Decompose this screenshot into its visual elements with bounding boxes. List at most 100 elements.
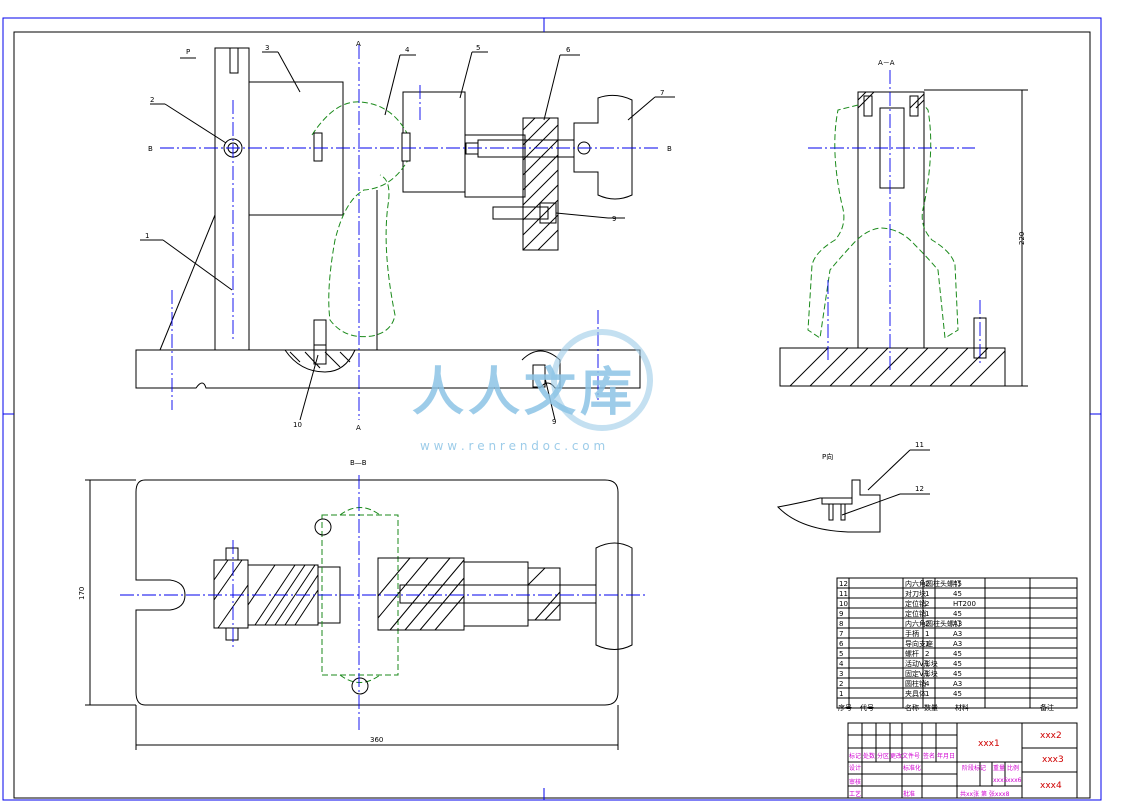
tb-mark-label-4: 签名 bbox=[923, 752, 935, 760]
parts-row-no: 12 bbox=[839, 580, 848, 588]
tb-weight-value: xxx5 bbox=[993, 777, 1008, 784]
top-workpiece-outline bbox=[321, 507, 399, 683]
parts-row-no: 11 bbox=[839, 590, 848, 598]
parts-row-qty: 1 bbox=[925, 640, 929, 648]
tb-scale-text: xxx4 bbox=[1040, 781, 1062, 791]
parts-header-name: 名称 bbox=[905, 703, 919, 712]
parts-row-qty: 2 bbox=[925, 620, 929, 628]
main-view: A A B B P 1 2 3 4 5 6 7 9 10 9 bbox=[135, 40, 675, 432]
watermark-logo-text: 人人文库 bbox=[412, 363, 636, 423]
locating-pin-10 bbox=[313, 319, 327, 365]
parts-row-material: 45 bbox=[953, 580, 962, 588]
parts-header-material: 材料 bbox=[955, 703, 969, 712]
tb-weight: 重量 bbox=[993, 764, 1005, 772]
parts-row-no: 2 bbox=[839, 680, 843, 688]
balloon-3: 3 bbox=[265, 44, 269, 52]
parts-header-code: 代号 bbox=[860, 703, 874, 712]
top-handle-knob bbox=[595, 542, 633, 650]
tb-mark-label-5: 年月日 bbox=[937, 752, 955, 760]
top-view: B—B 360 170 bbox=[78, 459, 645, 750]
parts-row-name: 内六角圆柱头螺钉 bbox=[905, 579, 961, 588]
parts-row-name: 定位销 bbox=[905, 599, 926, 608]
parts-row-qty: 1 bbox=[925, 690, 929, 698]
balloon-9b: 9 bbox=[552, 418, 556, 426]
parts-row-material: 45 bbox=[953, 660, 962, 668]
tb-scale: 比例 bbox=[1007, 764, 1019, 772]
parts-row-qty: 1 bbox=[925, 590, 929, 598]
side-view-title: A－A bbox=[878, 59, 895, 67]
dim-height: 220 bbox=[1018, 232, 1026, 245]
parts-row-material: 45 bbox=[953, 670, 962, 678]
parts-header-remark: 备注 bbox=[1040, 703, 1054, 712]
balloon-12: 12 bbox=[915, 485, 924, 493]
side-view: A－A 220 bbox=[779, 59, 1028, 387]
parts-row-material: 45 bbox=[953, 690, 962, 698]
outer-border bbox=[2, 17, 1102, 801]
balloon-7: 7 bbox=[660, 89, 664, 97]
balloon-11: 11 bbox=[915, 441, 924, 449]
tb-scale-value: xxx6 bbox=[1007, 777, 1022, 784]
parts-row-no: 9 bbox=[839, 610, 843, 618]
parts-row-qty: 1 bbox=[925, 630, 929, 638]
tb-role-design: 设计 bbox=[849, 764, 861, 772]
parts-row-no: 6 bbox=[839, 640, 844, 648]
watermark: 人人文库 w w w . r e n r e n d o c . c o m bbox=[412, 329, 653, 453]
inner-border bbox=[13, 31, 1091, 799]
parts-row-name: 固定V形块 bbox=[905, 669, 938, 678]
parts-row-qty: 2 bbox=[925, 600, 929, 608]
tb-mark-label-1: 处数 bbox=[863, 752, 875, 760]
handle-knob bbox=[573, 94, 633, 200]
parts-header-qty: 数量 bbox=[924, 703, 938, 712]
view-arrow-p: P bbox=[186, 48, 190, 56]
parts-row-material: A3 bbox=[953, 630, 962, 638]
tb-role-process: 工艺 bbox=[849, 790, 861, 798]
parts-row-name: 圆柱销 bbox=[905, 679, 926, 688]
balloon-2: 2 bbox=[150, 96, 154, 104]
bolt-9 bbox=[492, 206, 549, 220]
parts-row-no: 8 bbox=[839, 620, 843, 628]
dim-base-length: 360 bbox=[370, 736, 383, 744]
parts-row-name: 螺杆 bbox=[905, 649, 919, 658]
title-block: xxx1 xxx2 xxx3 xxx4 标记 处数 分区 更改文件号 签名 年月… bbox=[847, 722, 1078, 799]
parts-row-name: 夹具体 bbox=[905, 689, 926, 698]
parts-row-qty: 1 bbox=[925, 660, 929, 668]
top-view-title: B—B bbox=[350, 459, 367, 467]
parts-row-material: 45 bbox=[953, 610, 962, 618]
parts-row-qty: 2 bbox=[925, 650, 929, 658]
tb-drawing-name: xxx1 bbox=[978, 739, 1000, 749]
detail-title: P向 bbox=[822, 452, 833, 461]
parts-row-material: HT200 bbox=[953, 600, 976, 608]
section-mark-a-bottom: A bbox=[356, 424, 361, 432]
side-workpiece-outline bbox=[807, 104, 959, 339]
upright-column bbox=[214, 47, 250, 351]
section-mark-b-left: B bbox=[148, 145, 153, 153]
top-base-outline bbox=[135, 479, 619, 706]
balloon-10: 10 bbox=[293, 421, 302, 429]
parts-row-name: 导向支座 bbox=[905, 639, 933, 648]
parts-header-no: 序号 bbox=[838, 703, 852, 712]
parts-row-no: 10 bbox=[839, 600, 848, 608]
balloon-5: 5 bbox=[476, 44, 480, 52]
parts-row-name: 活动V形块 bbox=[905, 659, 938, 668]
parts-row-qty: 1 bbox=[925, 670, 929, 678]
parts-row-no: 3 bbox=[839, 670, 843, 678]
parts-row-name: 定位销 bbox=[905, 609, 926, 618]
fixed-v-block bbox=[249, 81, 344, 216]
balloon-6: 6 bbox=[566, 46, 571, 54]
parts-row-material: 45 bbox=[953, 650, 962, 658]
section-mark-b-right: B bbox=[667, 145, 672, 153]
tb-company: xxx3 bbox=[1042, 755, 1064, 765]
detail-p-view: P向 11 12 bbox=[776, 441, 930, 533]
parts-row-material: A3 bbox=[953, 680, 962, 688]
section-mark-a-top: A bbox=[356, 40, 361, 48]
parts-row-no: 1 bbox=[839, 690, 843, 698]
tb-role-approve: 批准 bbox=[903, 790, 915, 798]
parts-row-qty: 1 bbox=[925, 610, 929, 618]
parts-row-material: 45 bbox=[953, 590, 962, 598]
parts-row-name: 手柄 bbox=[905, 629, 919, 638]
tb-mark-label-3: 更改文件号 bbox=[890, 752, 920, 760]
balloon-1: 1 bbox=[145, 232, 149, 240]
tb-sheet-info: 共xx张 第 张xxx8 bbox=[960, 790, 1010, 798]
parts-row-qty: 2 bbox=[925, 580, 929, 588]
main-leaders bbox=[140, 51, 675, 421]
